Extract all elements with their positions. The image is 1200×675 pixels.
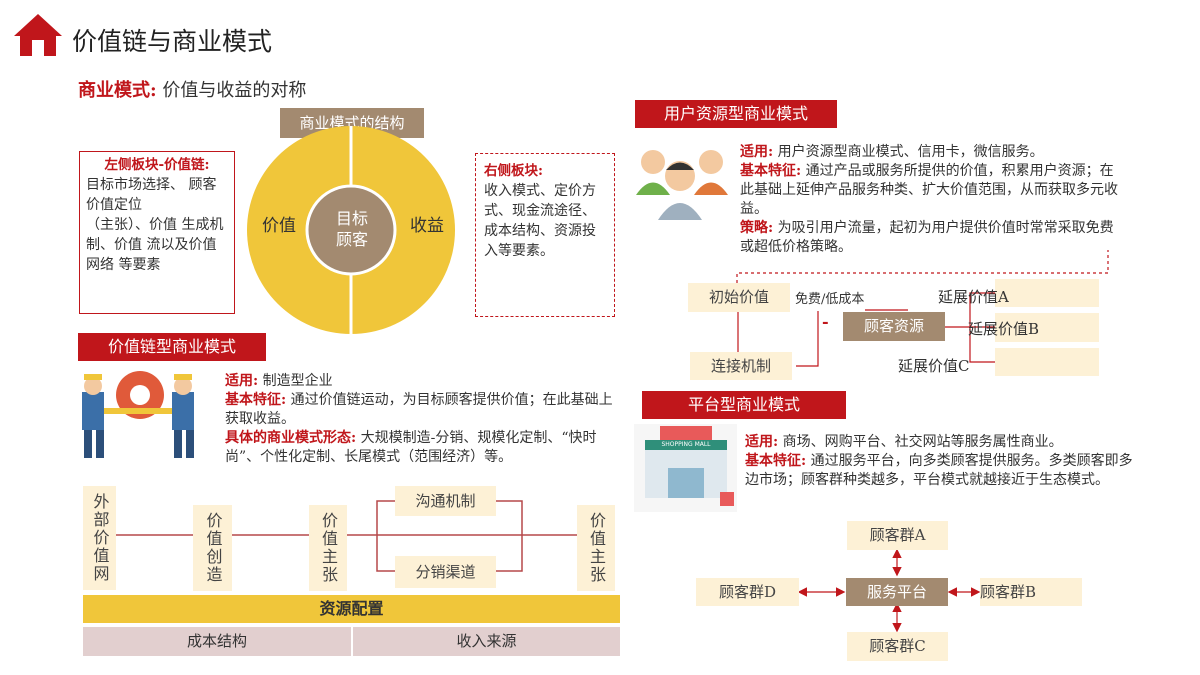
vc-cost-bar: 成本结构 — [83, 627, 351, 656]
ur-apply-text: 用户资源型商业模式、信用卡，微信服务。 — [777, 144, 1044, 160]
value-chain-header: 价值链型商业模式 — [78, 333, 266, 361]
vc-col-external: 外部价值网 — [83, 486, 116, 590]
vc-col-proposition-right: 价值主张 — [577, 505, 615, 591]
ur-customer-resource-box: 顾客资源 — [843, 312, 945, 341]
platform-text: 适用: 商场、网购平台、社交网站等服务属性商业。 基本特征: 通过服务平台，向多… — [745, 433, 1145, 490]
left-box-text2: （主张）、价值 生成机制、价值 流以及价值网络 等要素 — [86, 217, 224, 273]
right-box-title: 右侧板块: — [484, 163, 543, 179]
ur-ext-c-box — [995, 348, 1099, 376]
subtitle-highlight: 商业模式: — [78, 80, 157, 101]
ur-strategy-text: 为吸引用户流量，起初为用户提供价值时常常采取免费或超低价格策略。 — [740, 220, 1114, 255]
left-box: 左侧板块-价值链: 目标市场选择、 顾客价值定位 （主张）、价值 生成机制、价值… — [79, 151, 235, 314]
pf-group-d: 顾客群D — [696, 578, 799, 606]
ur-ext-c-label: 延展价值C — [898, 357, 970, 375]
left-box-text1: 目标市场选择、 顾客价值定位 — [86, 177, 217, 213]
user-resource-header: 用户资源型商业模式 — [635, 100, 837, 128]
subtitle-text: 价值与收益的对称 — [156, 80, 307, 101]
user-resource-text: 适用: 用户资源型商业模式、信用卡，微信服务。 基本特征: 通过产品或服务所提供… — [740, 143, 1120, 257]
center-label: 目标顾客 — [335, 209, 368, 249]
vc-distribution-box: 分销渠道 — [395, 556, 496, 588]
ur-ext-a-box — [995, 279, 1099, 307]
ur-ext-b-label: 延展价值B — [968, 320, 1040, 338]
right-box: 右侧板块: 收入模式、定价方式、现金流途径、成本结构、资源投入等要素。 — [475, 153, 615, 317]
vc-feature-text: 通过价值链运动，为目标顾客提供价值；在此基础上获取收益。 — [225, 392, 613, 427]
ur-dash: - — [822, 312, 829, 331]
vc-form-text: 大规模制造-分销、规模化定制、“快时尚”、个性化定制、长尾模式（范围经济）等。 — [225, 430, 597, 465]
left-value-label: 价值 — [262, 216, 296, 236]
ur-connect-box: 连接机制 — [690, 352, 792, 380]
vc-apply-text: 制造型企业 — [262, 373, 333, 389]
pf-group-c: 顾客群C — [847, 632, 948, 661]
platform-header: 平台型商业模式 — [642, 391, 846, 419]
ur-ext-a-label: 延展价值A — [938, 288, 1009, 306]
ur-apply-label: 适用: — [740, 144, 774, 160]
house-icon — [14, 14, 62, 56]
right-box-text: 收入模式、定价方式、现金流途径、成本结构、资源投入等要素。 — [484, 183, 596, 259]
mall-sign: SHOPPING MALL — [661, 441, 711, 448]
pf-service-box: 服务平台 — [846, 578, 948, 606]
vc-col-proposition: 价值主张 — [309, 505, 347, 591]
pf-apply-label: 适用: — [745, 434, 779, 450]
ur-initial-box: 初始价值 — [688, 283, 790, 312]
value-chain-text: 适用: 制造型企业 基本特征: 通过价值链运动，为目标顾客提供价值；在此基础上获… — [225, 372, 625, 467]
page-title: 价值链与商业模式 — [72, 27, 273, 56]
vc-resource-bar: 资源配置 — [83, 595, 620, 623]
subtitle: 商业模式: 价值与收益的对称 — [78, 76, 306, 102]
left-box-title: 左侧板块-价值链: — [104, 157, 210, 173]
ur-feature-label: 基本特征: — [740, 163, 802, 179]
vc-col-create: 价值创造 — [193, 505, 232, 591]
pf-apply-text: 商场、网购平台、社交网站等服务属性商业。 — [782, 434, 1063, 450]
pf-group-b: 顾客群B — [980, 578, 1082, 606]
ur-strategy-label: 策略: — [740, 220, 774, 236]
ur-feature-text: 通过产品或服务所提供的价值，积累用户资源；在此基础上延伸产品服务种类、扩大价值范… — [740, 163, 1118, 217]
vc-form-label: 具体的商业模式形态: — [225, 430, 357, 446]
vc-income-bar: 收入来源 — [353, 627, 620, 656]
pf-feature-label: 基本特征: — [745, 453, 807, 469]
vc-communication-box: 沟通机制 — [395, 486, 496, 516]
vc-feature-label: 基本特征: — [225, 392, 287, 408]
pf-feature-text: 通过服务平台，向多类顾客提供服务。多类顾客即多边市场；顾客群种类越多，平台模式就… — [745, 453, 1133, 488]
vc-apply-label: 适用: — [225, 373, 259, 389]
right-value-label: 收益 — [410, 216, 444, 236]
pf-group-a: 顾客群A — [847, 521, 948, 550]
ur-ext-b-box — [995, 313, 1099, 342]
structure-label: 商业模式的结构 — [280, 108, 424, 138]
ur-free-label: 免费/低成本 — [795, 288, 865, 307]
